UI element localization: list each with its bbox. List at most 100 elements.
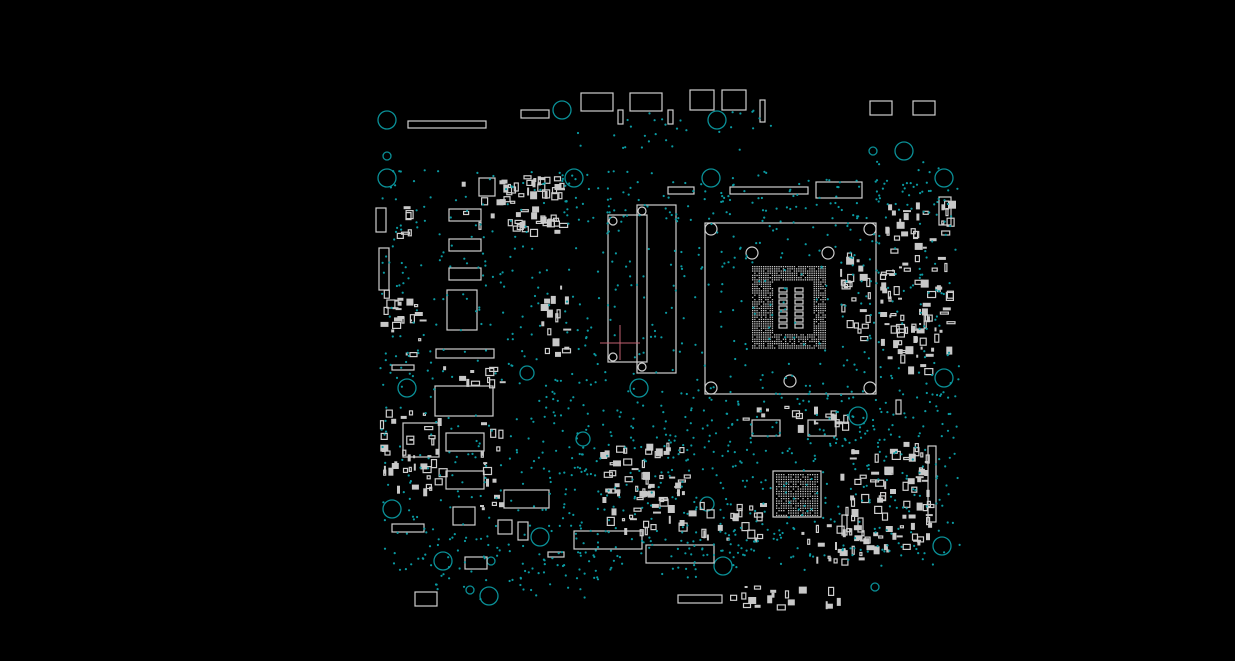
connector-outline[interactable] <box>580 92 614 112</box>
connector-outline[interactable] <box>452 506 476 526</box>
connector-outline[interactable] <box>446 289 478 331</box>
connector-outline[interactable] <box>497 519 513 535</box>
connector-outline[interactable] <box>629 92 663 112</box>
cpu-pin <box>756 268 758 270</box>
connector-outline[interactable] <box>464 556 488 570</box>
connector-outline[interactable] <box>938 196 952 226</box>
connector-outline[interactable] <box>927 445 937 523</box>
via <box>823 433 826 436</box>
cpu-pin <box>763 272 765 274</box>
via <box>726 450 730 453</box>
connector-outline[interactable] <box>478 177 496 197</box>
via <box>641 539 644 543</box>
connector-outline[interactable] <box>751 419 781 437</box>
connector-outline[interactable] <box>807 419 837 437</box>
chipset-ball <box>778 507 780 509</box>
connector-outline[interactable] <box>729 186 809 195</box>
cpu-pin <box>765 283 767 285</box>
connector-outline[interactable] <box>520 109 550 119</box>
connector-outline[interactable] <box>414 591 438 607</box>
smd-pad <box>403 206 411 210</box>
via <box>918 432 921 435</box>
smd-pad <box>784 405 790 409</box>
chipset-ball <box>788 474 790 476</box>
connector-outline[interactable] <box>378 247 390 291</box>
cpu-pin <box>769 305 771 307</box>
cpu-pin <box>780 334 782 336</box>
connector-outline[interactable] <box>407 120 487 129</box>
via <box>710 222 713 226</box>
connector-outline[interactable] <box>375 207 387 233</box>
via <box>544 384 548 387</box>
chipset-ball <box>778 474 780 476</box>
chipset[interactable] <box>772 470 822 518</box>
via <box>470 496 473 499</box>
via <box>912 185 915 188</box>
connector-outline[interactable] <box>445 470 485 490</box>
connector-outline[interactable] <box>869 100 893 116</box>
connector-outline[interactable] <box>448 208 482 222</box>
mounting-hole <box>629 378 649 398</box>
via <box>416 515 419 519</box>
connector-outline[interactable] <box>895 399 902 415</box>
cpu-pin <box>758 307 760 310</box>
via <box>872 233 876 236</box>
dimm-slot-b[interactable] <box>636 204 677 374</box>
via <box>632 417 635 420</box>
connector-outline[interactable] <box>435 348 495 359</box>
via <box>760 481 763 484</box>
cpu-pin <box>822 316 824 318</box>
connector-outline[interactable] <box>434 385 494 417</box>
cpu-pin <box>780 272 782 274</box>
cpu-socket[interactable] <box>704 222 877 395</box>
chipset-ball <box>790 486 792 488</box>
connector-outline[interactable] <box>448 267 482 281</box>
via <box>594 569 597 572</box>
via <box>554 378 557 381</box>
chipset-ball <box>785 476 787 478</box>
smd-pad <box>828 557 832 562</box>
smd-pad <box>642 520 650 528</box>
connector-outline[interactable] <box>689 89 715 111</box>
connector-outline[interactable] <box>667 109 674 125</box>
dimm-slot-a[interactable] <box>607 214 648 363</box>
connector-outline[interactable] <box>391 364 415 371</box>
cpu-pin <box>763 294 765 296</box>
connector-outline[interactable] <box>677 594 723 604</box>
via <box>727 261 730 264</box>
cpu-pin <box>813 301 815 303</box>
cpu-pin <box>763 288 765 290</box>
via <box>719 522 722 525</box>
via <box>638 214 641 217</box>
connector-outline[interactable] <box>912 100 936 116</box>
smd-pad <box>600 452 608 459</box>
smd-pad <box>922 246 927 249</box>
connector-outline[interactable] <box>645 544 715 564</box>
via <box>475 439 478 443</box>
connector-outline[interactable] <box>503 489 550 509</box>
connector-outline[interactable] <box>667 186 695 195</box>
via <box>875 241 878 244</box>
connector-outline[interactable] <box>445 432 485 452</box>
connector-outline[interactable] <box>617 109 624 125</box>
connector-outline[interactable] <box>402 422 440 458</box>
connector-outline[interactable] <box>391 523 425 533</box>
cpu-pin <box>822 274 824 277</box>
via <box>740 461 743 464</box>
connector-outline[interactable] <box>547 551 565 558</box>
connector-outline[interactable] <box>815 181 863 199</box>
via <box>563 471 566 474</box>
cpu-pin <box>758 325 760 327</box>
via <box>853 547 856 550</box>
connector-outline[interactable] <box>721 89 747 111</box>
connector-outline[interactable] <box>857 517 864 533</box>
chipset-ball <box>788 512 790 514</box>
connector-outline[interactable] <box>759 99 766 123</box>
chipset-ball <box>804 490 807 493</box>
via <box>877 271 880 274</box>
via <box>859 238 862 241</box>
connector-outline[interactable] <box>448 238 482 252</box>
smd-pad <box>659 474 664 480</box>
connector-outline[interactable] <box>517 521 529 541</box>
